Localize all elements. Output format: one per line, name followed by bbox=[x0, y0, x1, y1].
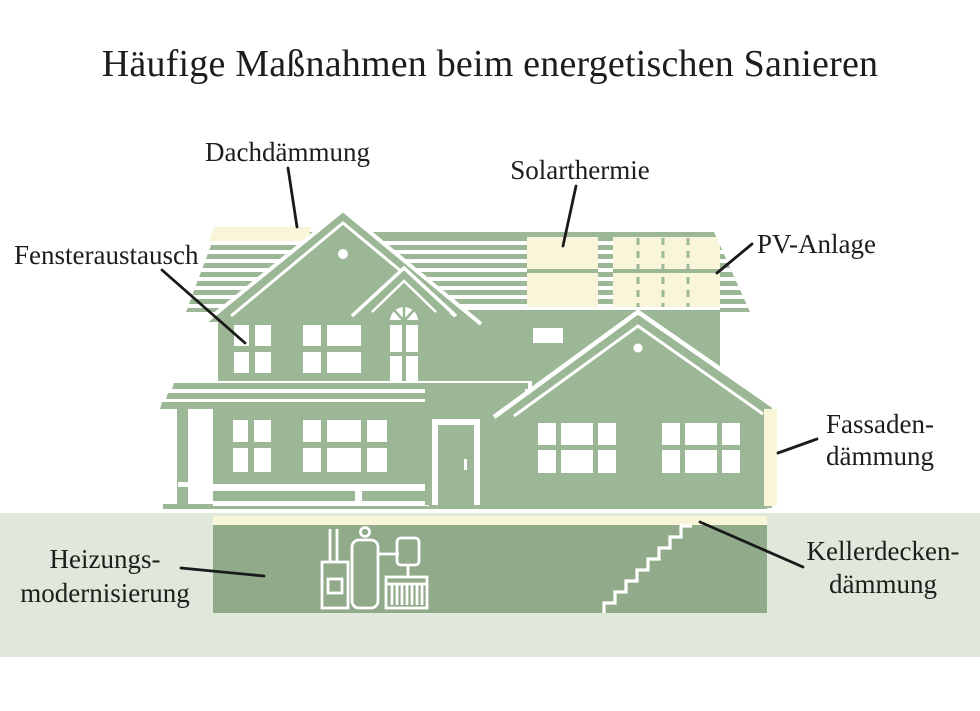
leader-line-pv-anlage bbox=[715, 242, 754, 275]
label-line: dämmung bbox=[826, 441, 934, 471]
label-fensteraustausch: Fensteraustausch bbox=[14, 240, 199, 270]
facade-insulation-strip bbox=[764, 409, 777, 506]
window-lower-small bbox=[233, 420, 271, 472]
leader-lines bbox=[160, 166, 819, 578]
label-line: modernisierung bbox=[20, 578, 190, 608]
house bbox=[160, 207, 784, 509]
basement-section bbox=[213, 516, 767, 613]
roof-insulation-strip bbox=[209, 227, 311, 241]
gable-vent-icon bbox=[633, 343, 643, 353]
basement-wall bbox=[213, 525, 767, 613]
gable-vent-icon bbox=[338, 249, 348, 259]
label-line: Fassaden- bbox=[826, 409, 934, 439]
pv-panel-dividers bbox=[636, 238, 690, 307]
window-upper-small bbox=[234, 325, 271, 373]
leader-line-solarthermie bbox=[561, 184, 578, 248]
door-handle bbox=[464, 459, 467, 470]
label-line: dämmung bbox=[829, 569, 937, 599]
label-kellerdeckendaemmung: Kellerdecken- dämmung bbox=[793, 535, 973, 601]
leader-line-fensteraustausch bbox=[160, 268, 247, 345]
label-solarthermie: Solarthermie bbox=[510, 155, 650, 185]
page-title: Häufige Maßnahmen beim energetischen San… bbox=[101, 43, 879, 85]
heating-system-icon bbox=[320, 526, 429, 610]
window-right-2 bbox=[662, 423, 740, 473]
leader-line-kellerdeckendaemmung bbox=[698, 520, 805, 569]
label-dachdaemmung: Dachdämmung bbox=[205, 137, 370, 167]
right-wing bbox=[492, 309, 784, 508]
label-heizungsmodernisierung: Heizungs- modernisierung bbox=[10, 542, 200, 610]
window-right-1 bbox=[538, 423, 616, 473]
dormer-window bbox=[390, 325, 418, 383]
dormer bbox=[350, 265, 458, 387]
label-line: Heizungs- bbox=[49, 544, 161, 574]
attic-vent bbox=[533, 328, 563, 343]
porch-post bbox=[177, 409, 188, 505]
leader-line-dachdaemmung bbox=[286, 166, 299, 229]
label-pv-anlage: PV-Anlage bbox=[757, 229, 876, 259]
window-lower-wide bbox=[303, 420, 387, 472]
label-fassadendaemmung: Fassaden- dämmung bbox=[795, 408, 965, 472]
label-line: Kellerdecken- bbox=[806, 536, 960, 566]
leader-line-heizungsmodernisierung bbox=[179, 566, 266, 578]
house-base-line bbox=[163, 504, 767, 509]
leader-line-fassadendaemmung bbox=[776, 437, 819, 455]
basement-ceiling-insulation-strip bbox=[213, 516, 767, 525]
lower-left-wall bbox=[177, 387, 530, 506]
staircase-icon bbox=[602, 524, 692, 613]
